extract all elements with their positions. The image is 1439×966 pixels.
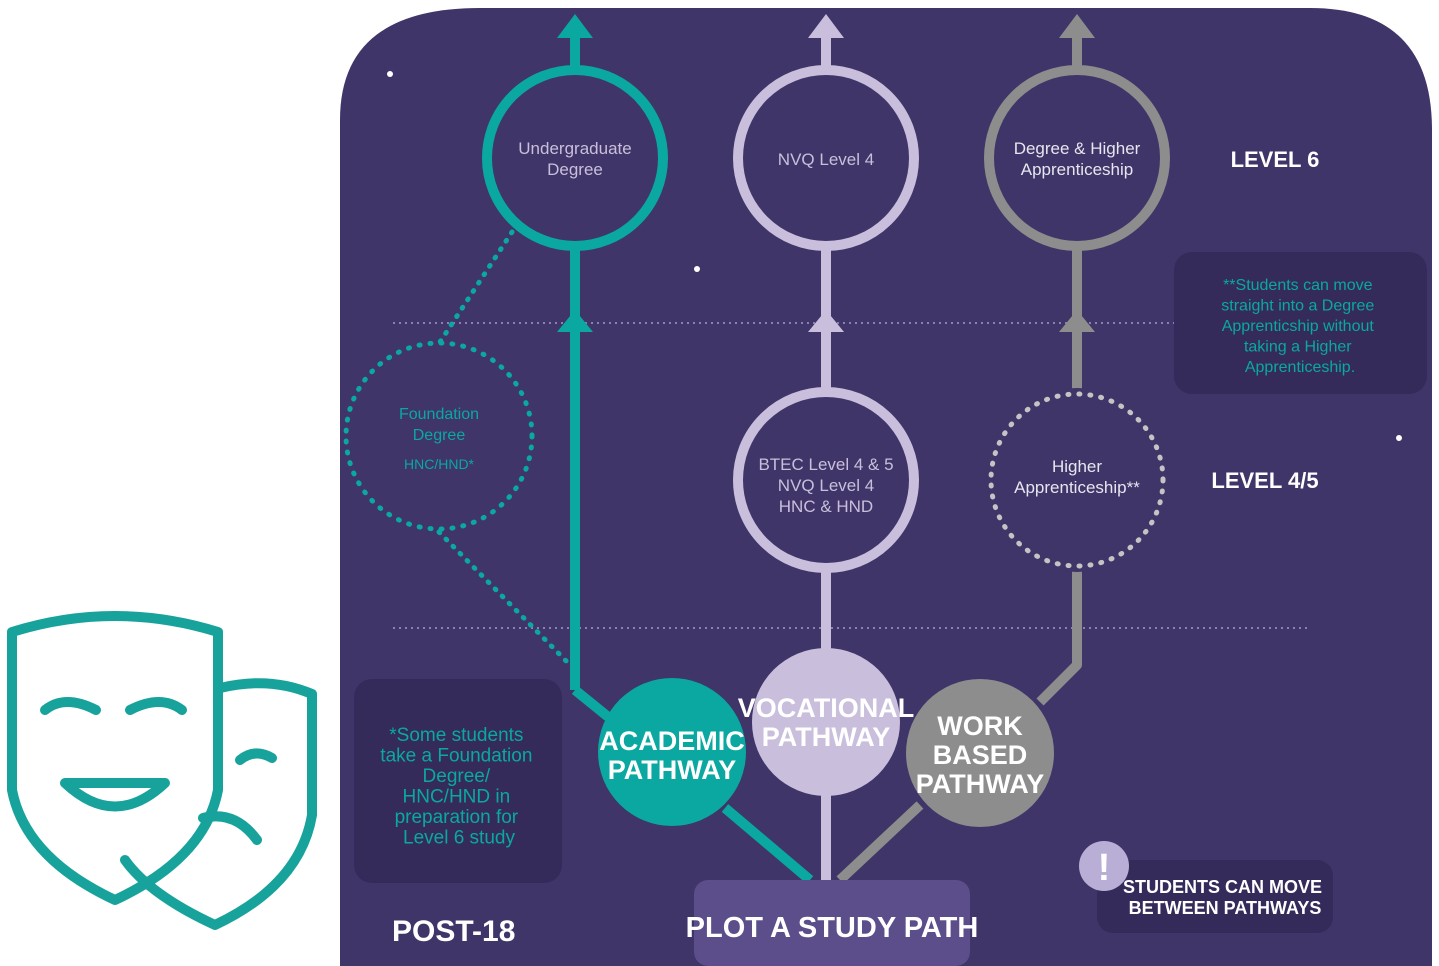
higher-apprenticeship-node	[988, 391, 1166, 569]
nvq-level-4-top-label: NVQ Level 4	[778, 150, 874, 169]
level-4-5-label: LEVEL 4/5	[1211, 468, 1318, 493]
warning-mark: !	[1098, 847, 1111, 889]
degree-higher-apprenticeship-node	[984, 65, 1170, 251]
star-dot	[387, 71, 393, 77]
arrow-up-icon	[1059, 14, 1095, 38]
move-between-pathways-label: STUDENTS CAN MOVE BETWEEN PATHWAYS	[1123, 877, 1327, 918]
arrow-up-icon	[808, 310, 844, 332]
nvq-level-4-node	[733, 65, 919, 251]
plot-study-path-box	[694, 880, 970, 966]
foundation-note-box	[354, 679, 562, 883]
theatre-masks-icon	[7, 611, 317, 930]
btec-node	[733, 387, 919, 573]
hnc-hnd-label: HNC/HND*	[404, 456, 475, 472]
exclamation-icon	[1079, 841, 1129, 891]
arrow-up-icon	[557, 310, 593, 332]
work-pathway-track	[836, 14, 1170, 884]
academic-pathway-track	[343, 14, 814, 884]
academic-pathway-bubble	[598, 678, 746, 826]
arrow-up-icon	[1059, 310, 1095, 332]
plot-study-path-label: PLOT A STUDY PATH	[686, 912, 979, 944]
post-18-label: POST-18	[392, 915, 515, 948]
apprenticeship-note-text: **Students can move straight into a Degr…	[1221, 277, 1378, 376]
move-between-pathways-box	[1097, 860, 1333, 933]
undergraduate-degree-node	[482, 65, 668, 251]
star-dot	[694, 266, 700, 272]
vocational-pathway-bubble	[752, 648, 900, 796]
work-pathway-bubble	[906, 679, 1054, 827]
arrow-up-icon	[557, 14, 593, 38]
apprenticeship-note-box	[1174, 252, 1427, 394]
foundation-degree-node	[343, 340, 535, 532]
foundation-note-text: *Some students take a Foundation Degree/…	[380, 725, 537, 849]
star-dot	[1396, 435, 1402, 441]
level-6-label: LEVEL 6	[1231, 147, 1320, 172]
arrow-up-icon	[808, 14, 844, 38]
